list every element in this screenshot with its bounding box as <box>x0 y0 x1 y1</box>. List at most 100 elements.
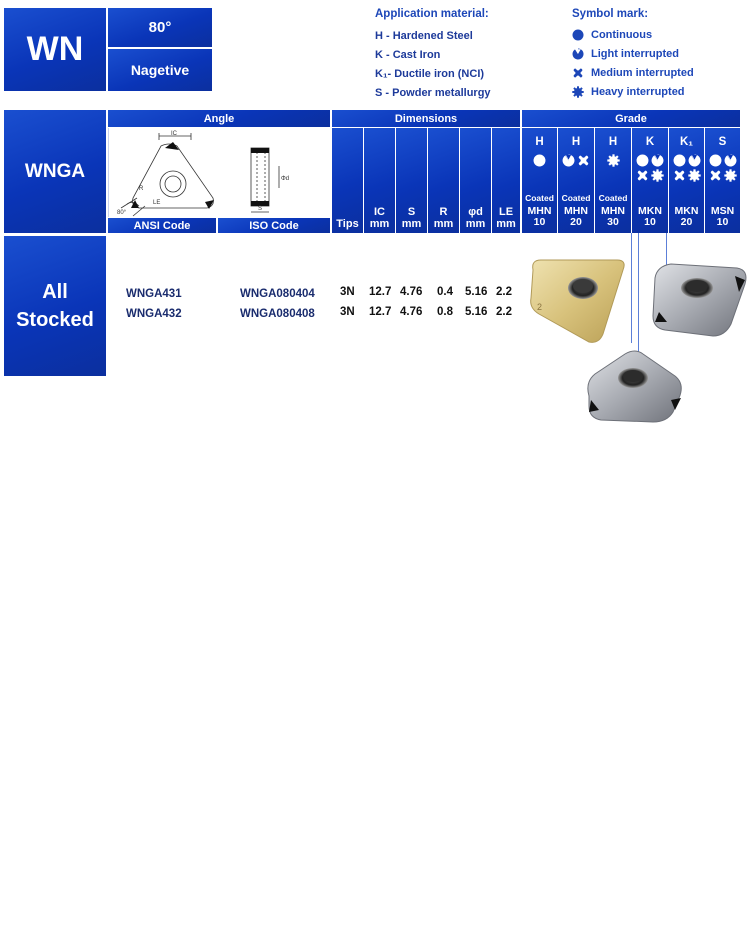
diagram-label-angle: 80° <box>117 210 127 216</box>
pointer-line <box>666 233 667 269</box>
application-item: H - Hardened Steel <box>375 30 473 42</box>
medium-interrupted-icon <box>577 154 590 167</box>
symbol-label: Continuous <box>591 29 653 41</box>
angle-value: 80° <box>148 19 172 36</box>
grade-code: MKN <box>638 205 662 217</box>
light-interrupted-icon <box>572 48 584 60</box>
medium-interrupted-icon <box>673 169 686 182</box>
le-value: 2.2 <box>496 306 512 318</box>
heavy-interrupted-icon <box>607 154 620 167</box>
light-interrupted-icon <box>562 154 575 167</box>
gold-insert-image: 2 <box>530 259 625 343</box>
ic-value: 12.7 <box>369 286 392 298</box>
series-badge: WN <box>4 8 106 91</box>
insert-product-images: 2 <box>530 259 747 423</box>
dim-col-name: S <box>407 206 416 218</box>
pointer-line <box>631 233 632 343</box>
grade-material: H <box>571 136 581 148</box>
grade-code: MHN <box>564 205 588 217</box>
grade-code: MHN <box>601 205 625 217</box>
type-badge: Nagetive <box>108 49 212 91</box>
angle-header: Angle <box>108 110 330 127</box>
heavy-interrupted-icon <box>688 169 701 182</box>
symbol-item-medium: Medium interrupted <box>572 67 694 79</box>
diagram-label-r: R <box>139 186 144 192</box>
symbol-title: Symbol mark: <box>572 8 649 20</box>
application-item: S - Powder metallurgy <box>375 87 491 99</box>
heavy-interrupted-icon <box>572 86 584 98</box>
ansi-code: WNGA432 <box>126 308 182 320</box>
grade-material: H <box>535 136 544 148</box>
series-code: WN <box>26 30 84 68</box>
continuous-icon <box>572 29 584 41</box>
silver-insert-image <box>587 350 682 423</box>
symbol-item-heavy: Heavy interrupted <box>572 86 685 98</box>
diagram-label-ic: IC <box>171 131 178 137</box>
symbol-label: Light interrupted <box>591 48 679 60</box>
pointer-line <box>638 233 639 358</box>
insert-geometry-drawing: IC R LE 80° Φd S <box>117 131 289 217</box>
application-title: Application material: <box>375 8 489 20</box>
continuous-icon <box>709 154 722 167</box>
grade-code: MHN <box>527 205 552 217</box>
model-code: WNGA <box>24 160 86 182</box>
grade-material: K <box>645 136 655 148</box>
heavy-interrupted-icon <box>651 169 664 182</box>
application-item: K₁- Ductile iron (NCI) <box>375 68 485 80</box>
diagram-label-s: S <box>258 206 262 212</box>
silver-insert-image <box>652 263 747 337</box>
continuous-icon <box>636 154 649 167</box>
stock-line-2: Stocked <box>16 309 94 331</box>
stock-line-1: All <box>42 281 68 303</box>
type-value: Nagetive <box>130 62 190 78</box>
dim-col-name: R <box>439 206 448 218</box>
iso-code: WNGA080404 <box>240 288 315 300</box>
diagram-label-d1: Φd <box>281 176 289 182</box>
tips-value: 3N <box>340 306 355 318</box>
dim-col-name: IC <box>374 206 385 218</box>
dim-col-name: Tips <box>336 218 359 230</box>
light-interrupted-icon <box>724 154 737 167</box>
application-item: K - Cast Iron <box>375 49 441 61</box>
grade-coated: Coated <box>561 193 591 203</box>
dim-col-unit: mm <box>369 218 390 230</box>
grade-material: S <box>718 136 727 148</box>
diagram-label-le: LE <box>153 200 160 206</box>
grade-material: K₁ <box>679 136 694 148</box>
iso-code: WNGA080408 <box>240 308 315 320</box>
grade-num: 10 <box>644 216 656 228</box>
insert-diagram: IC R LE 80° Φd S <box>108 128 330 217</box>
symbol-label: Heavy interrupted <box>591 86 685 98</box>
model-badge: WNGA <box>4 110 106 233</box>
medium-interrupted-icon <box>572 67 584 79</box>
grade-num: 10 <box>716 216 729 228</box>
r-value: 0.4 <box>437 286 453 298</box>
dim-col-tips: Tips <box>332 128 363 233</box>
medium-interrupted-icon <box>636 169 649 182</box>
dim-col-name: LE <box>498 206 514 218</box>
s-value: 4.76 <box>400 286 423 298</box>
dim-col-unit: mm <box>465 218 486 230</box>
symbol-label: Medium interrupted <box>591 67 694 79</box>
angle-badge: 80° <box>108 8 212 47</box>
s-value: 4.76 <box>400 306 423 318</box>
grade-num: 10 <box>533 216 546 228</box>
dimensions-header: Dimensions <box>332 110 520 127</box>
iso-code-header: ISO Code <box>218 218 330 233</box>
r-value: 0.8 <box>437 306 453 318</box>
grade-num: 20 <box>680 216 693 228</box>
heavy-interrupted-icon <box>724 169 737 182</box>
d-value: 5.16 <box>465 306 488 318</box>
ic-value: 12.7 <box>369 306 392 318</box>
dim-col-unit: mm <box>433 218 454 230</box>
